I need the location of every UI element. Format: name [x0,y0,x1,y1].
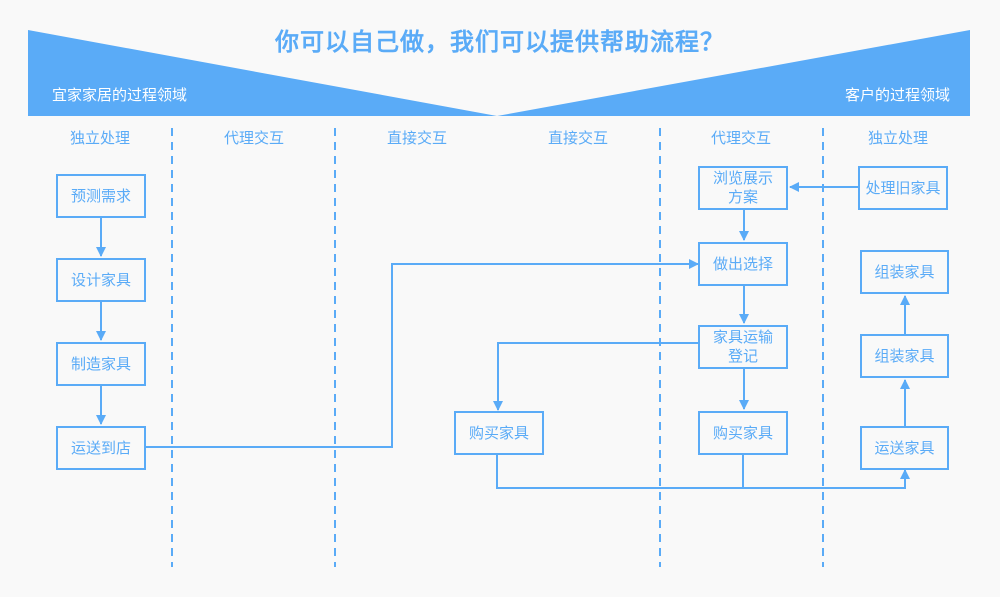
node-make-choice: 做出选择 [698,242,788,286]
customer-domain-label: 客户的过程领域 [844,86,950,104]
page-title: 你可以自己做，我们可以提供帮助流程？ [275,28,725,56]
node-buy-furniture-direct: 购买家具 [454,411,544,455]
node-assemble-furniture: 组装家具 [860,334,949,378]
right-banner [497,30,970,116]
node-assemble-furniture-top: 组装家具 [860,250,949,294]
lane-label: 直接交互 [547,129,608,147]
node-deliver-furniture: 运送家具 [860,426,949,470]
node-manufacture-furniture: 制造家具 [56,342,146,386]
connector-buy-deliver [496,454,910,489]
lane-label: 独立处理 [69,129,130,147]
node-transport-register: 家具运输 登记 [698,325,788,369]
node-design-furniture: 设计家具 [56,258,146,302]
lane-label: 代理交互 [710,129,771,147]
ikea-domain-label: 宜家家居的过程领域 [52,86,188,104]
connector-ship-choose [145,259,699,448]
node-browse-display: 浏览展示 方案 [698,166,788,210]
connector-register-buydirect [493,342,699,411]
lane-label: 独立处理 [867,129,928,147]
left-banner [28,30,497,116]
node-ship-to-store: 运送到店 [56,426,146,470]
lane-label: 代理交互 [223,129,284,147]
lane-label: 直接交互 [386,129,447,147]
node-buy-furniture-agent: 购买家具 [698,411,788,455]
node-dispose-old-furniture: 处理旧家具 [858,166,948,210]
node-forecast-demand: 预测需求 [56,174,146,218]
